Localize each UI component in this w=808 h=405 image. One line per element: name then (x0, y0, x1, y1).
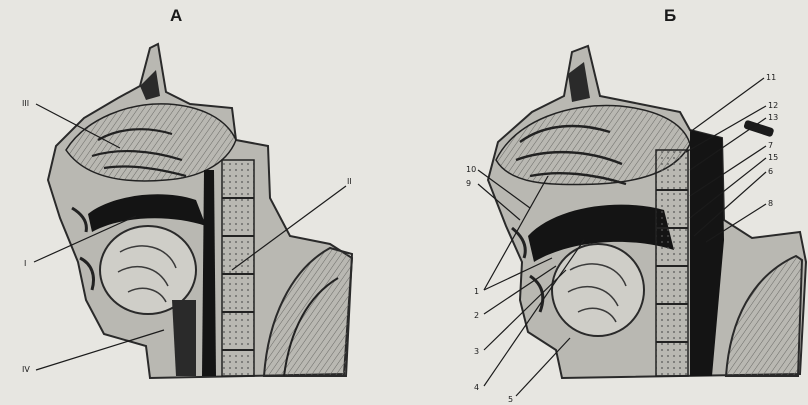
panel-a-pharynx (202, 170, 216, 376)
label-III: III (22, 99, 29, 108)
label-6: 6 (768, 167, 773, 176)
label-13: 13 (768, 113, 778, 122)
panel-b-tongue (552, 244, 644, 336)
label-2: 2 (474, 311, 479, 320)
label-7: 7 (768, 141, 773, 150)
label-11: 11 (766, 73, 776, 82)
label-1: 1 (474, 287, 479, 296)
label-II: II (347, 177, 352, 186)
label-15: 15 (768, 153, 778, 162)
label-12: 12 (768, 101, 778, 110)
label-8: 8 (768, 199, 773, 208)
panel-b-spine (656, 150, 688, 376)
label-3: 3 (474, 347, 479, 356)
label-4: 4 (474, 383, 479, 392)
panel-a-illustration (48, 44, 352, 378)
panel-b-illustration (488, 46, 806, 378)
label-I: I (24, 259, 26, 268)
label-5: 5 (508, 395, 513, 404)
label-10: 10 (466, 165, 476, 174)
panel-a-spine (222, 160, 254, 376)
label-9: 9 (466, 179, 471, 188)
label-IV: IV (22, 365, 30, 374)
